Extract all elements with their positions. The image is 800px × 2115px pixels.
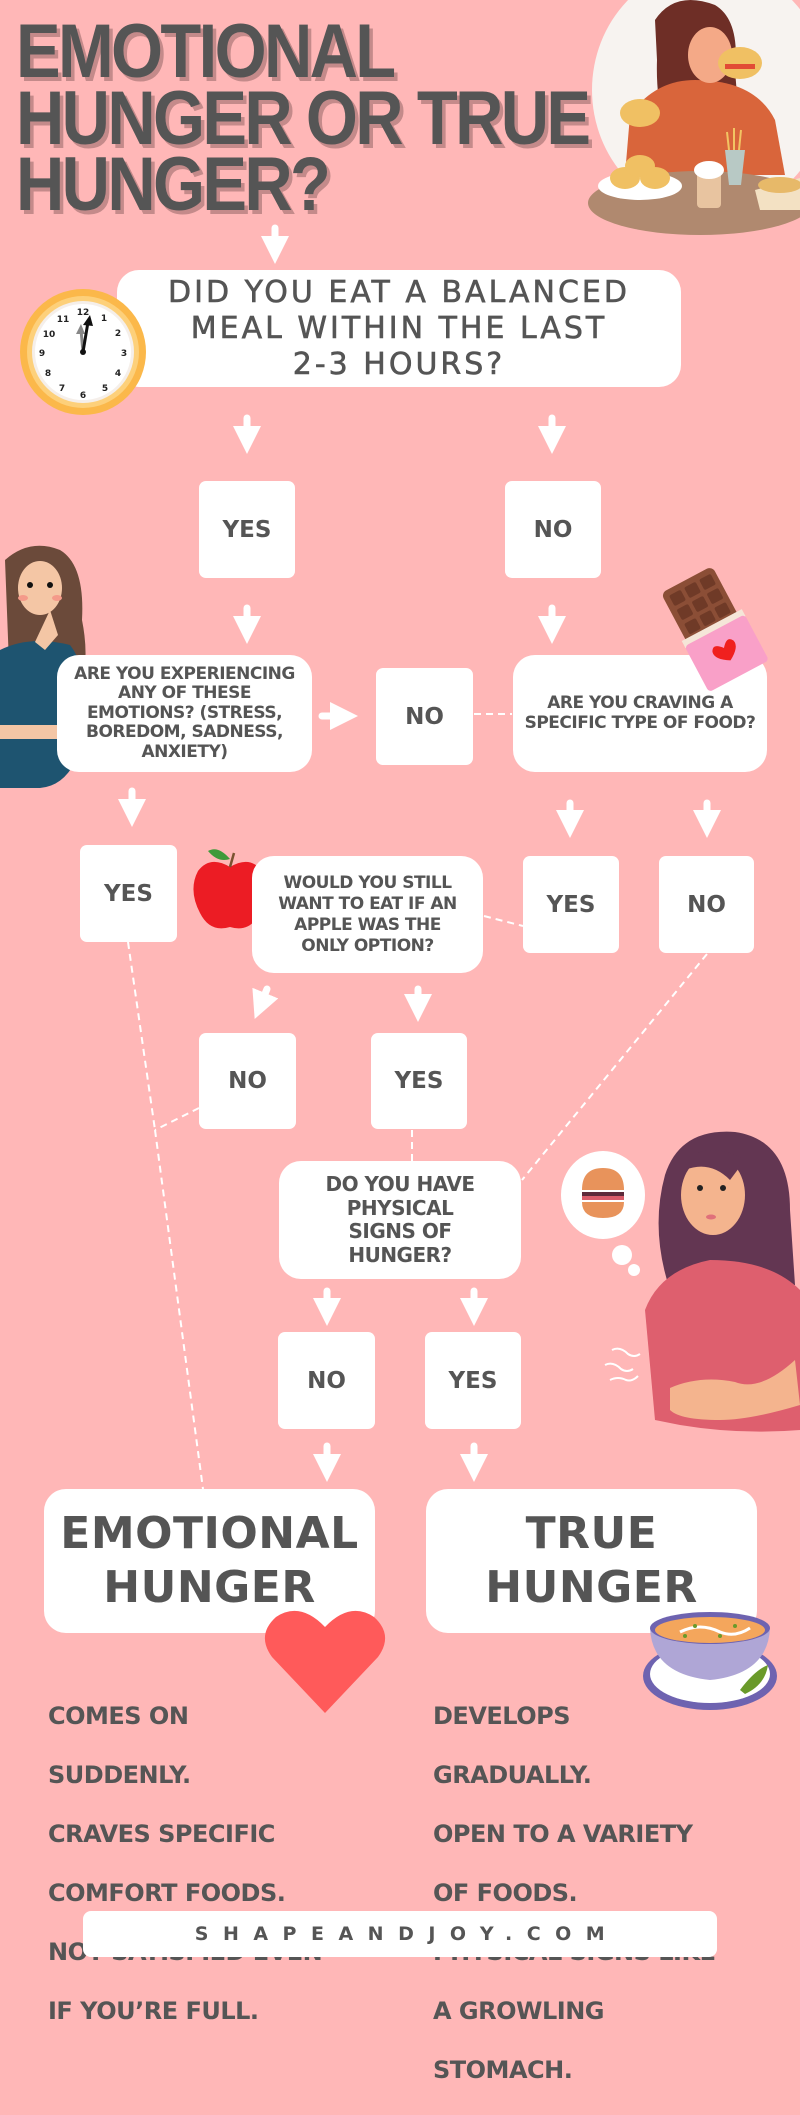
- question-line: ARE YOU EXPERIENCING: [74, 663, 295, 684]
- question-line: EMOTIONS? (STRESS,: [86, 702, 283, 723]
- question-line: ARE YOU CRAVING A: [547, 693, 733, 713]
- answer-no-box: NO: [199, 1033, 296, 1129]
- svg-text:8: 8: [45, 369, 51, 379]
- title-line-1: EMOTIONAL: [16, 9, 396, 94]
- emotional-hunger-description: COMES ON SUDDENLY. CRAVES SPECIFIC COMFO…: [48, 1672, 323, 2056]
- svg-text:7: 7: [59, 384, 65, 394]
- answer-label: YES: [546, 891, 596, 918]
- answer-label: NO: [228, 1068, 267, 1094]
- answer-no-box: NO: [505, 481, 601, 578]
- footer-text: SHAPEANDJOY.COM: [194, 1923, 620, 1945]
- question-line: WANT TO EAT IF AN: [278, 893, 457, 914]
- question-line: PHYSICAL: [346, 1195, 454, 1220]
- question-line: 2-3 HOURS?: [292, 346, 506, 382]
- svg-text:4: 4: [115, 369, 121, 379]
- result-title-line: TRUE: [525, 1508, 658, 1559]
- answer-label: YES: [222, 516, 272, 543]
- result-title-line: HUNGER: [103, 1562, 316, 1613]
- result-title-line: EMOTIONAL: [60, 1508, 359, 1559]
- question-apple-test: WOULD YOU STILL WANT TO EAT IF AN APPLE …: [252, 856, 483, 973]
- description-line: GRADUALLY.: [433, 1760, 592, 1789]
- question-physical-signs: DO YOU HAVE PHYSICAL SIGNS OF HUNGER?: [279, 1161, 521, 1279]
- question-line: ANY OF THESE: [118, 683, 251, 704]
- description-line: OF FOODS.: [433, 1878, 578, 1907]
- svg-text:3: 3: [121, 349, 127, 359]
- question-line: DID YOU EAT A BALANCED: [168, 274, 630, 310]
- footer-website-link[interactable]: SHAPEANDJOY.COM: [83, 1911, 717, 1957]
- svg-text:6: 6: [80, 391, 86, 401]
- result-title-line: HUNGER: [485, 1562, 698, 1613]
- woman-eating-burgers-illustration: [588, 0, 800, 235]
- question-emotions: ARE YOU EXPERIENCING ANY OF THESE EMOTIO…: [57, 655, 312, 772]
- answer-label: YES: [448, 1367, 498, 1394]
- answer-no-box: NO: [278, 1332, 375, 1429]
- answer-yes-box: YES: [80, 845, 177, 942]
- answer-no-box: NO: [659, 856, 754, 953]
- description-line: CRAVES SPECIFIC: [48, 1819, 275, 1848]
- question-line: SIGNS OF: [348, 1219, 452, 1243]
- dashed-connector: [127, 941, 156, 1131]
- svg-text:9: 9: [39, 349, 45, 359]
- description-line: DEVELOPS: [433, 1701, 571, 1730]
- description-line: OPEN TO A VARIETY: [433, 1819, 693, 1848]
- svg-text:10: 10: [43, 330, 56, 340]
- arrow-down-left: [252, 985, 279, 1019]
- svg-text:5: 5: [102, 384, 108, 394]
- dashed-connector: [154, 1129, 204, 1490]
- question-line: WOULD YOU STILL: [283, 872, 452, 893]
- dashed-connector: [521, 953, 708, 1181]
- answer-yes-box: YES: [371, 1033, 467, 1129]
- answer-label: NO: [533, 516, 573, 543]
- question-line: DO YOU HAVE: [325, 1172, 475, 1196]
- answer-label: NO: [405, 703, 444, 730]
- description-line: STOMACH.: [433, 2055, 573, 2084]
- answer-yes-box: YES: [199, 481, 295, 578]
- svg-text:11: 11: [57, 315, 70, 325]
- svg-text:1: 1: [101, 314, 107, 324]
- question-line: SPECIFIC TYPE OF FOOD?: [524, 712, 756, 733]
- description-line: A GROWLING: [433, 1996, 605, 2025]
- answer-label: YES: [394, 1068, 444, 1094]
- svg-text:12: 12: [77, 308, 90, 318]
- apple-icon: [193, 849, 267, 929]
- soup-bowl-icon: [643, 1612, 777, 1710]
- title-line-3: HUNGER?: [16, 142, 331, 227]
- question-balanced-meal: DID YOU EAT A BALANCED MEAL WITHIN THE L…: [117, 270, 681, 387]
- answer-no-box: NO: [376, 668, 473, 765]
- question-line: ANXIETY): [141, 741, 228, 762]
- hungry-woman-illustration: [561, 1131, 800, 1432]
- answer-label: YES: [104, 880, 153, 907]
- heart-icon: [264, 1610, 386, 1713]
- question-line: HUNGER?: [348, 1242, 452, 1267]
- question-line: BOREDOM, SADNESS,: [85, 722, 284, 743]
- answer-yes-box: YES: [523, 856, 619, 953]
- result-emotional-hunger: EMOTIONAL HUNGER: [44, 1489, 375, 1633]
- description-line: COMES ON: [48, 1701, 189, 1730]
- answer-label: NO: [687, 891, 726, 918]
- flow-connectors: [118, 224, 721, 1490]
- dashed-connector: [154, 1107, 200, 1131]
- true-hunger-description: DEVELOPS GRADUALLY. OPEN TO A VARIETY OF…: [433, 1672, 716, 2115]
- dashed-connector: [483, 915, 524, 927]
- answer-yes-box: YES: [425, 1332, 521, 1429]
- question-line: ONLY OPTION?: [301, 935, 434, 956]
- result-true-hunger: TRUE HUNGER: [426, 1489, 757, 1633]
- answer-label: NO: [307, 1367, 346, 1394]
- title-line-2: HUNGER OR TRUE: [16, 76, 591, 161]
- question-line: MEAL WITHIN THE LAST: [190, 310, 608, 346]
- description-line: IF YOU’RE FULL.: [48, 1996, 259, 2025]
- question-line: APPLE WAS THE: [294, 914, 441, 935]
- svg-text:2: 2: [115, 329, 121, 339]
- description-line: COMFORT FOODS.: [48, 1878, 286, 1907]
- description-line: SUDDENLY.: [48, 1760, 191, 1789]
- chocolate-bar-icon: [662, 568, 768, 691]
